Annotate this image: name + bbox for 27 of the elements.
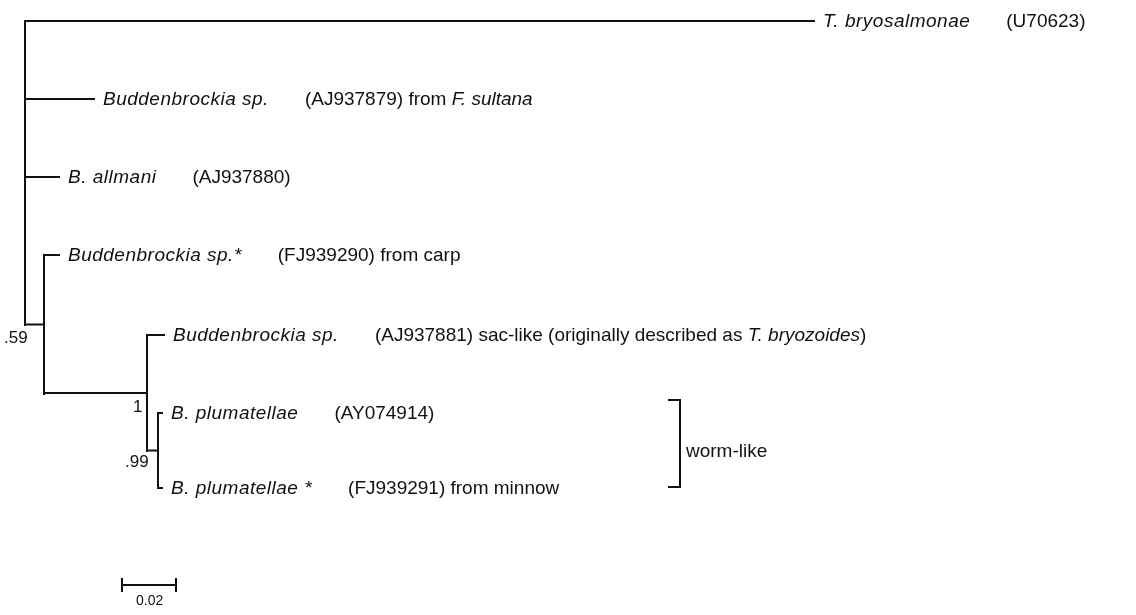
scale-value: 0.02	[136, 592, 164, 608]
branch-line	[146, 449, 158, 452]
branch-line	[24, 176, 61, 178]
accession-label: (AY074914)	[334, 402, 435, 424]
taxon-name: Buddenbrockia sp.*	[68, 244, 242, 266]
branch-line	[43, 254, 61, 256]
taxon-name: T. bryosalmonae	[823, 10, 971, 32]
taxon-name: Buddenbrockia sp.	[173, 324, 339, 346]
branch-line	[24, 98, 96, 100]
branch-line	[24, 323, 44, 326]
accession-label: (AJ937879) from F. sultana	[304, 88, 533, 110]
accession-label: (FJ939291) from minnow	[348, 477, 560, 499]
support-value: .59	[4, 328, 28, 348]
accession-label: (FJ939290) from carp	[277, 244, 461, 266]
branch-line	[146, 334, 166, 336]
clade-label: worm-like	[686, 440, 768, 462]
accession-label: (U70623)	[1006, 10, 1086, 32]
taxon-name: B. allmani	[68, 166, 157, 188]
taxon-name: Buddenbrockia sp.	[103, 88, 269, 110]
taxon-name: B. plumatellae	[171, 402, 299, 424]
branch-line	[24, 20, 816, 22]
accession-label: (AJ937880)	[192, 166, 291, 188]
branch-line	[43, 392, 147, 394]
support-value: 1	[133, 397, 143, 417]
accession-label: (AJ937881) sac-like (originally described as T. bryozoides)	[374, 324, 867, 346]
support-value: .99	[125, 452, 149, 472]
taxon-name: B. plumatellae *	[171, 477, 313, 499]
